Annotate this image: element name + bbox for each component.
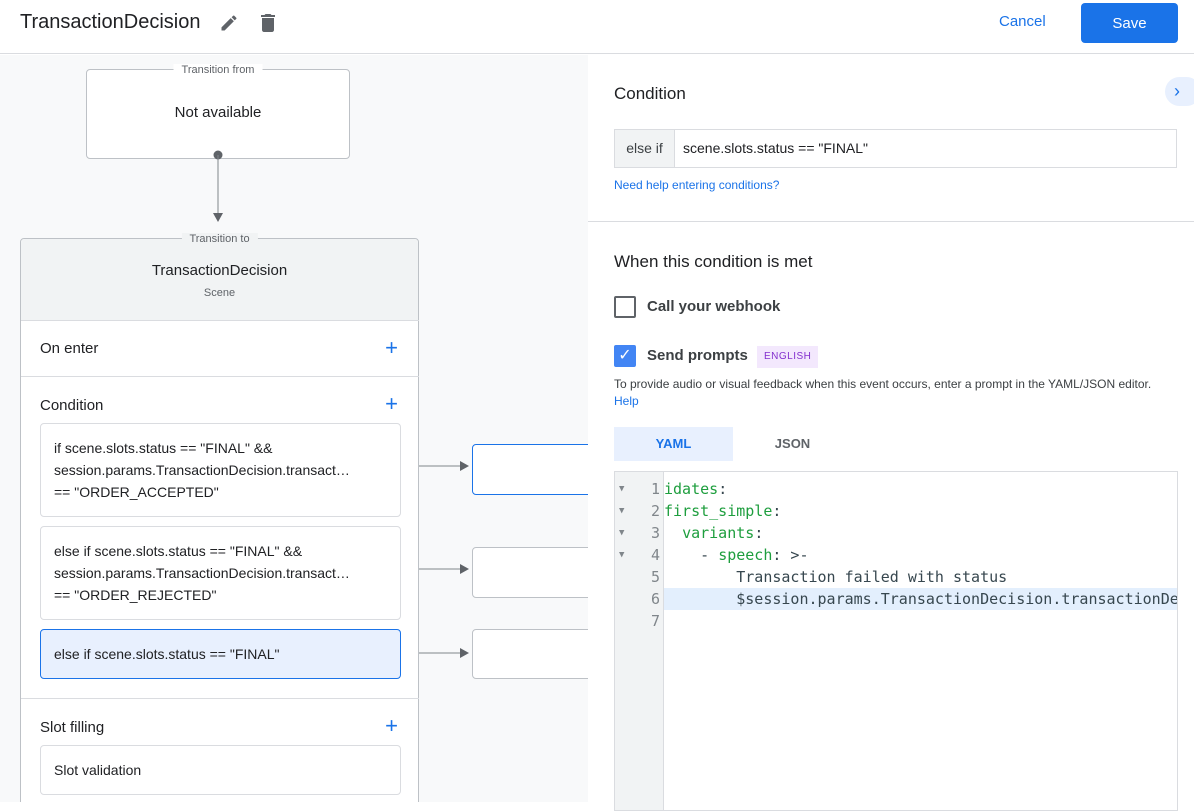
help-link-inline[interactable]: Help [614, 394, 639, 408]
line-number: 1 [650, 480, 660, 498]
line-number: 2 [650, 502, 660, 520]
flow-canvas: Transition from Not available Transition… [0, 55, 588, 802]
transition-from-legend: Transition from [173, 64, 263, 76]
condition-line: if scene.slots.status == "FINAL" && [54, 440, 273, 456]
pencil-icon[interactable] [219, 13, 239, 33]
condition-prefix: else if [615, 130, 675, 167]
condition-item[interactable]: if scene.slots.status == "FINAL" && sess… [40, 423, 401, 517]
code-text: - speech: >- [664, 546, 809, 564]
code-text: idates: [664, 480, 728, 498]
condition-line: == "ORDER_ACCEPTED" [54, 484, 219, 500]
tab-yaml[interactable]: YAML [614, 427, 733, 461]
transition-to-scene: Transition to TransactionDecision Scene … [20, 233, 419, 802]
cancel-button[interactable]: Cancel [999, 13, 1046, 30]
editor-line: ▼ 3 variants: [615, 522, 1177, 544]
webhook-checkbox[interactable] [614, 296, 636, 318]
slot-validation-label: Slot validation [54, 762, 142, 778]
trash-icon[interactable] [256, 11, 280, 35]
code-text: Transaction failed with status [736, 568, 1008, 586]
fold-arrow-icon[interactable]: ▼ [619, 506, 625, 516]
condition-item[interactable]: else if scene.slots.status == "FINAL" &&… [40, 526, 401, 620]
fold-arrow-icon[interactable]: ▼ [619, 528, 625, 538]
description-text: To provide audio or visual feedback when… [614, 377, 1152, 391]
condition-panel: › Condition else if scene.slots.status =… [588, 55, 1194, 811]
save-button[interactable]: Save [1081, 3, 1178, 43]
transition-to-legend: Transition to [181, 233, 258, 245]
when-title: When this condition is met [614, 252, 813, 271]
condition-line: == "ORDER_REJECTED" [54, 587, 217, 603]
prompts-label: Send prompts [647, 347, 748, 364]
webhook-label: Call your webhook [647, 298, 781, 315]
help-link[interactable]: Need help entering conditions? [614, 178, 780, 192]
code-text: first_simple: [664, 502, 782, 520]
condition-line: session.params.TransactionDecision.trans… [54, 462, 350, 478]
scene-name: TransactionDecision [151, 262, 288, 279]
editor-line: 5 Transaction failed with status [615, 566, 1177, 588]
add-condition-button[interactable]: + [385, 391, 398, 416]
editor-line: 7 [615, 610, 1177, 632]
add-slot-button[interactable]: + [385, 713, 398, 738]
condition-input-row: else if scene.slots.status == "FINAL" [614, 129, 1177, 168]
line-number: 4 [650, 546, 660, 564]
fold-arrow-icon[interactable]: ▼ [619, 550, 625, 560]
condition-line: session.params.TransactionDecision.trans… [54, 565, 350, 581]
condition-line: else if scene.slots.status == "FINAL" [54, 646, 280, 662]
scene-title: TransactionDecision [20, 11, 201, 33]
prompt-description: To provide audio or visual feedback when… [614, 376, 1174, 410]
language-badge: ENGLISH [757, 346, 819, 368]
condition-title: Condition [614, 84, 686, 103]
collapse-panel-chevron-icon[interactable]: › [1165, 77, 1194, 106]
condition-input[interactable]: scene.slots.status == "FINAL" [683, 140, 869, 156]
add-on-enter-button[interactable]: + [385, 335, 398, 360]
divider [588, 221, 1194, 222]
prompts-checkbox[interactable]: ✓ [614, 345, 636, 367]
code-text: $session.params.TransactionDecision.tran… [736, 590, 1178, 608]
editor-line: ▼ 4 - speech: >- [615, 544, 1177, 566]
condition-target-2[interactable] [472, 547, 588, 598]
editor-line: 6 $session.params.TransactionDecision.tr… [615, 588, 1178, 610]
scene-type: Scene [203, 287, 236, 299]
line-number: 3 [650, 524, 660, 542]
on-enter-label: On enter [40, 340, 99, 357]
slot-filling-label: Slot filling [40, 719, 105, 736]
header: TransactionDecision Cancel Save [0, 0, 1194, 54]
line-number: 6 [650, 590, 660, 608]
slot-validation-item[interactable]: Slot validation [40, 745, 401, 795]
line-number: 7 [650, 612, 660, 630]
code-text: variants: [682, 524, 764, 542]
transition-from-box: Transition from Not available [86, 64, 350, 159]
fold-arrow-icon[interactable]: ▼ [619, 484, 625, 494]
condition-label: Condition [40, 397, 104, 414]
condition-target-1[interactable] [472, 444, 588, 495]
line-number: 5 [650, 568, 660, 586]
condition-item-selected[interactable]: else if scene.slots.status == "FINAL" [40, 629, 401, 679]
condition-line: else if scene.slots.status == "FINAL" && [54, 543, 303, 559]
transition-from-value: Not available [174, 104, 262, 121]
condition-target-3[interactable] [472, 629, 588, 679]
tab-json[interactable]: JSON [774, 436, 811, 451]
